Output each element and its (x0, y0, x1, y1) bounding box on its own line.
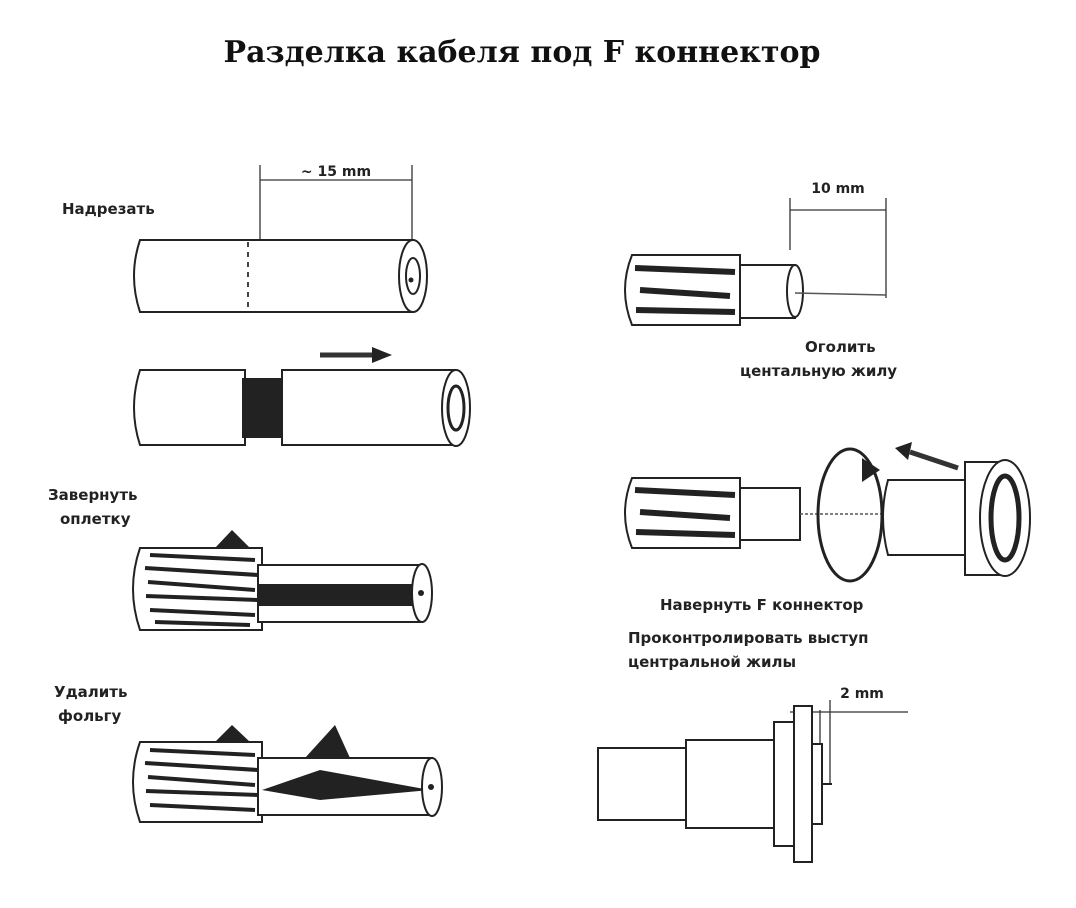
check-label-line2: центральной жилы (628, 653, 796, 671)
check-dimension: 2 mm (840, 686, 884, 702)
step-strip-illustration: 10 mm (624, 181, 887, 326)
step-slide-illustration (133, 347, 471, 447)
screw-connector-label: Навернуть F коннектор (660, 596, 864, 614)
remove-foil-label-line1: Удалить (54, 683, 127, 701)
check-label-line1: Проконтролировать выступ (628, 629, 869, 647)
diagram-title: Разделка кабеля под F коннектор (224, 35, 821, 70)
step-check-illustration: 2 mm (597, 686, 908, 863)
step-cut-illustration: ~ 15 mm (133, 164, 428, 313)
fold-braid-label-line1: Завернуть (48, 486, 138, 504)
cut-dimension: ~ 15 mm (301, 164, 371, 180)
cut-label: Надрезать (62, 200, 155, 218)
step-remove-foil-illustration (132, 725, 443, 823)
step-screw-connector-illustration (624, 442, 1031, 583)
step-fold-braid-illustration (132, 530, 433, 631)
strip-label-line2: центальную жилу (740, 362, 897, 380)
strip-label-line1: Оголить (805, 338, 876, 356)
remove-foil-label-line2: фольгу (58, 707, 121, 725)
strip-dimension: 10 mm (811, 181, 865, 197)
fold-braid-label-line2: оплетку (60, 510, 131, 528)
